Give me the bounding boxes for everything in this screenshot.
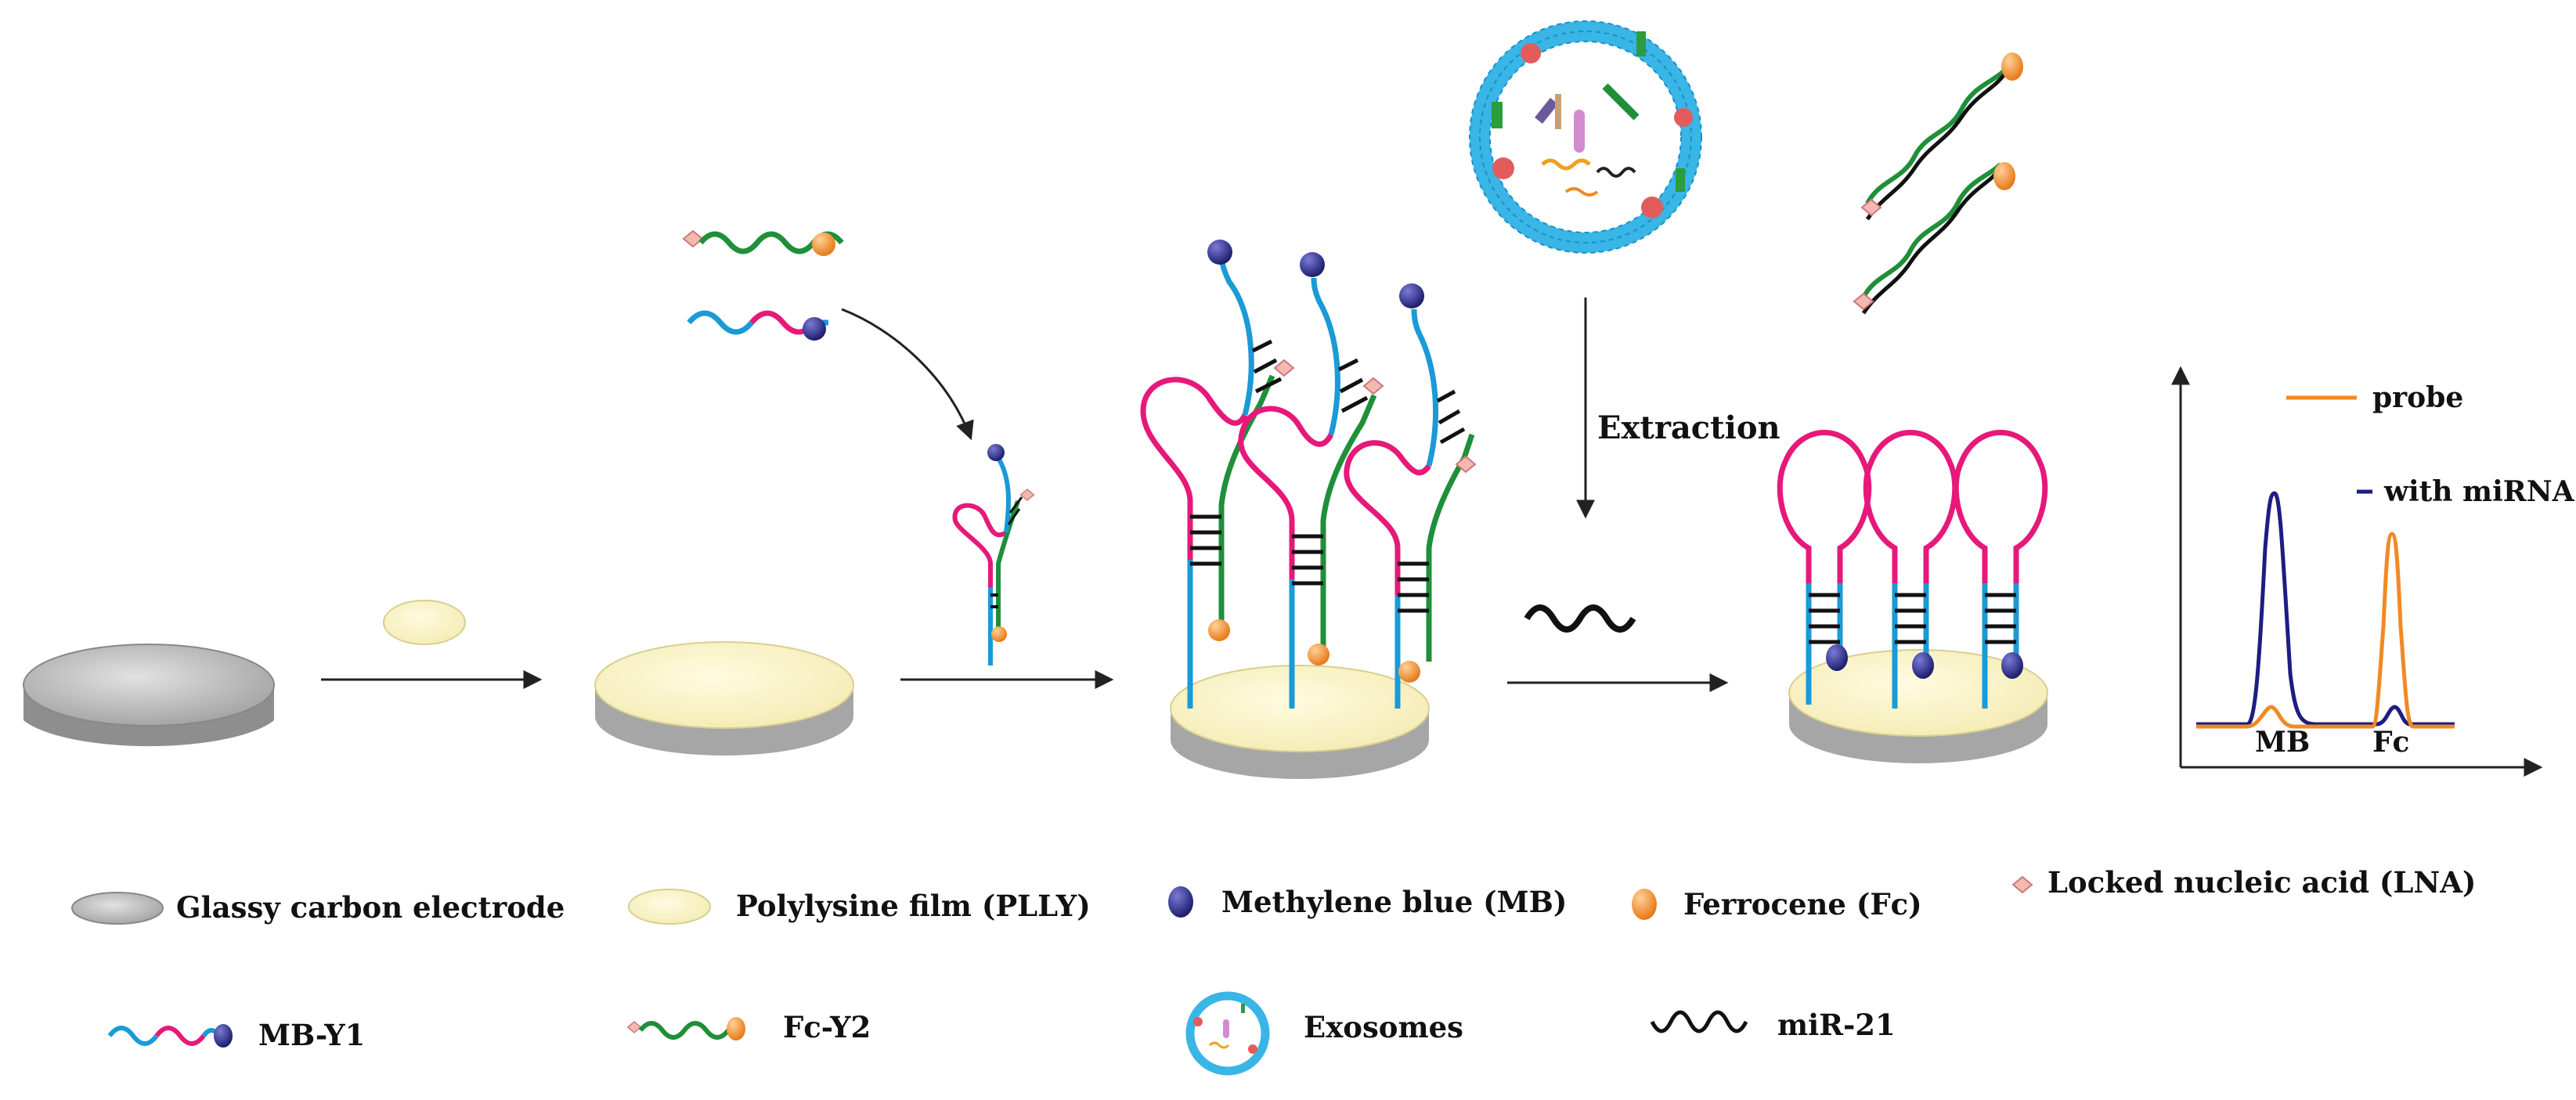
glassy-carbon-electrode-icon	[71, 892, 164, 925]
key-label: MB-Y1	[258, 1018, 365, 1052]
peak-label-mb: MB	[2255, 726, 2310, 759]
key-label: Locked nucleic acid (LNA)	[2047, 865, 2476, 900]
key-label: Fc-Y2	[783, 1010, 871, 1044]
key-label: miR-21	[1777, 1008, 1896, 1042]
key-label: Glassy carbon electrode	[176, 890, 565, 925]
key-item-lna: Locked nucleic acid (LNA)	[2012, 865, 2476, 900]
key-label: Exosomes	[1304, 1010, 1463, 1044]
polylysine-film-icon	[628, 889, 711, 925]
key-item-mir21: miR-21	[1650, 1008, 1896, 1042]
y-junction-complex-small	[952, 444, 1035, 665]
released-duplexes	[1853, 52, 2023, 315]
legend-with-mirna-label: with miRNA	[2383, 475, 2575, 508]
extraction-label: Extraction	[1597, 409, 1780, 446]
y-probe-3	[1344, 283, 1476, 709]
hairpin-1	[1777, 430, 1872, 705]
fc-y2-strand-icon	[626, 1017, 745, 1040]
key-item-exosomes: Exosomes	[1185, 991, 1463, 1076]
y-probe-2	[1238, 252, 1384, 709]
key-item-methylene-blue: Methylene blue (MB)	[1168, 885, 1567, 919]
key-item-glassy-carbon-electrode: Glassy carbon electrode	[71, 890, 565, 925]
hairpin-3	[1953, 430, 2048, 709]
free-fc-y2-strand	[683, 230, 844, 256]
plly-modified-electrode	[594, 641, 854, 756]
peak-label-fc: Fc	[2372, 726, 2409, 759]
y-probe-electrode	[1170, 665, 1430, 779]
key-label: Polylysine film (PLLY)	[736, 889, 1091, 923]
mb-y1-strand-icon	[107, 1024, 233, 1048]
lna-icon	[2012, 876, 2033, 893]
hairpin-2	[1863, 430, 1958, 709]
curved-arrow	[841, 308, 974, 441]
exosome-icon	[1185, 991, 1270, 1076]
ferrocene-icon	[1632, 889, 1657, 920]
voltammogram: probe with miRNA MB Fc	[2171, 366, 2575, 777]
key-label: Methylene blue (MB)	[1221, 885, 1567, 919]
key-label: Ferrocene (Fc)	[1683, 887, 1922, 921]
legend-probe-label: probe	[2372, 381, 2463, 414]
exosome-main	[1469, 20, 1702, 254]
mir21-icon	[1650, 1010, 1748, 1033]
key-item-mb-y1: MB-Y1	[107, 1018, 365, 1052]
y-probe-1	[1140, 240, 1294, 709]
probe-trace	[2196, 532, 2455, 729]
mir21-strand	[1524, 604, 1636, 633]
polylysine-drop	[383, 600, 466, 645]
glassy-carbon-electrode	[23, 644, 275, 747]
free-mb-y1-strand	[687, 310, 828, 341]
key-item-ferrocene: Ferrocene (Fc)	[1632, 887, 1922, 921]
legend-key: Glassy carbon electrode Polylysine film …	[71, 865, 2476, 1076]
key-item-fc-y2: Fc-Y2	[626, 1010, 871, 1044]
methylene-blue-icon	[1168, 886, 1193, 918]
key-item-polylysine-film: Polylysine film (PLLY)	[628, 889, 1091, 925]
with-mirna-trace	[2196, 491, 2455, 727]
